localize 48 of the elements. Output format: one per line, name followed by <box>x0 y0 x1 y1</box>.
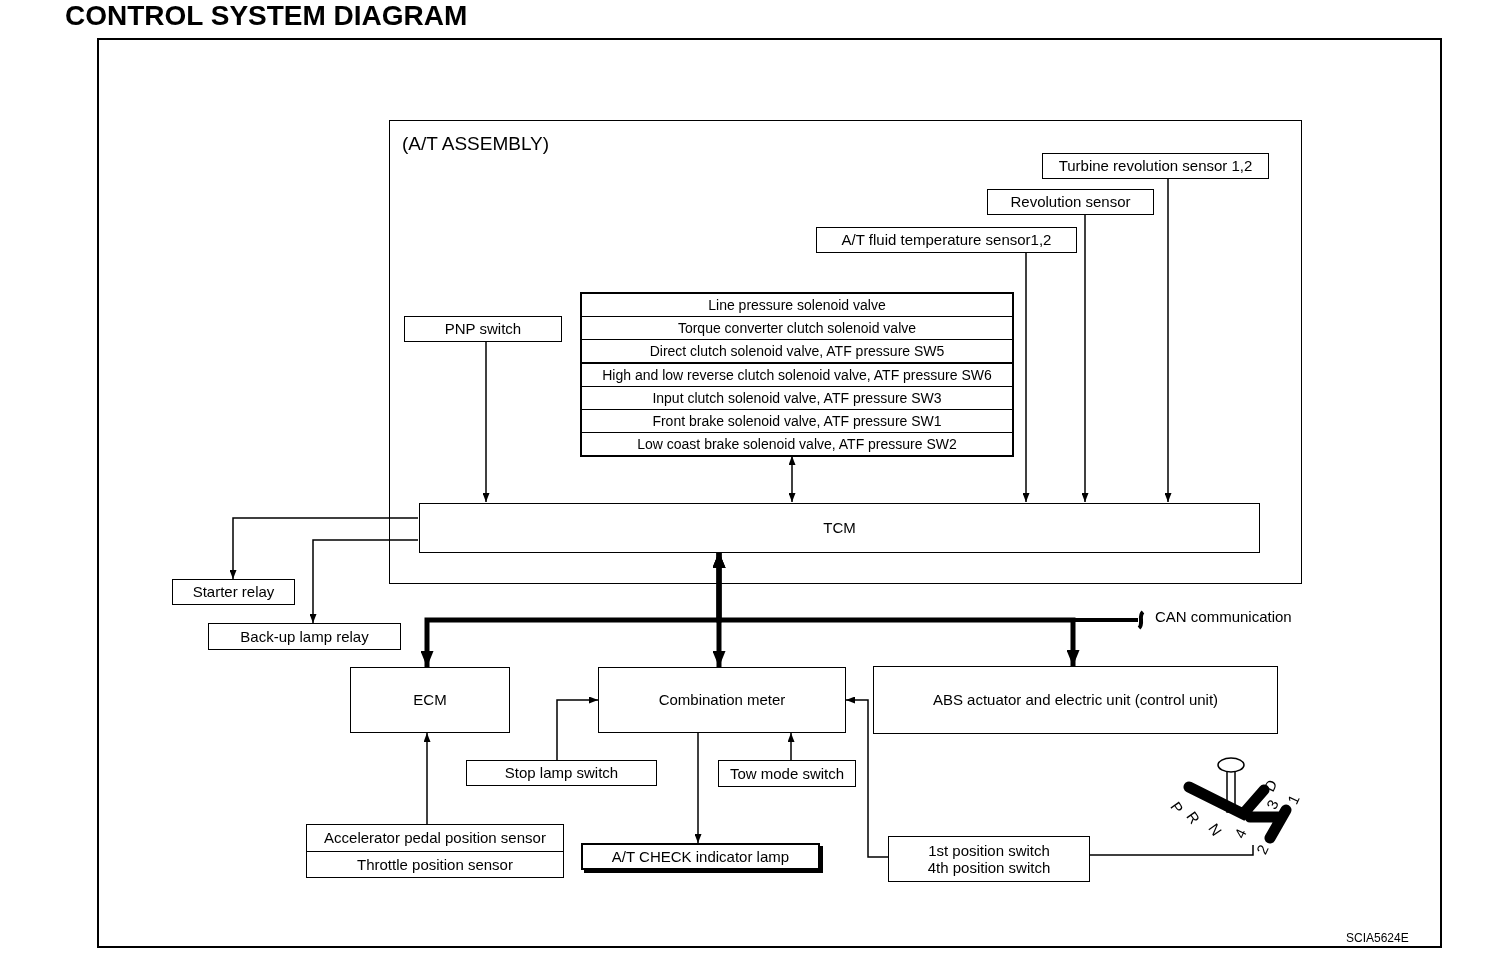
connector-arrow <box>845 696 889 858</box>
box-label: Accelerator pedal position sensor <box>307 825 563 852</box>
valve-row-text: Low coast brake solenoid valve, ATF pressure SW2 <box>636 434 958 454</box>
valve-row: Input clutch solenoid valve, ATF pressure SW3 <box>582 387 1012 410</box>
connector-arrow <box>1164 177 1172 503</box>
valve-row: Direct clutch solenoid valve, ATF pressure SW5 <box>582 340 1012 364</box>
box-label: ABS actuator and electric unit (control unit) <box>932 691 1219 709</box>
box-label: Revolution sensor <box>1010 193 1131 211</box>
gear-position-label: P <box>1168 799 1186 816</box>
connector-arrow <box>787 732 795 761</box>
gear-position-label: 1 <box>1284 792 1302 807</box>
connector-arrow <box>1081 213 1089 503</box>
valve-row: Line pressure solenoid valve <box>582 294 1012 317</box>
box-label: (A/T ASSEMBLY) <box>402 133 550 155</box>
box-label: A/T CHECK indicator lamp <box>611 847 790 866</box>
connector-arrow <box>788 455 796 503</box>
box-label: PNP switch <box>444 320 522 338</box>
gear-position-label: 4 <box>1231 826 1249 841</box>
box-label: Throttle position sensor <box>356 854 514 875</box>
gear-position-label: N <box>1206 820 1225 839</box>
gear-position-label: R <box>1184 808 1203 827</box>
connector-arrow <box>309 539 419 624</box>
title: CONTROL SYSTEM DIAGRAM <box>65 0 468 32</box>
gear-position-label: 2 <box>1253 842 1271 857</box>
connector-arrow <box>712 552 1080 666</box>
connector-arrow <box>694 732 702 844</box>
box-label: ECM <box>413 691 447 709</box>
box-label: A/T fluid temperature sensor1,2 <box>841 231 1052 249</box>
box-label: TCM <box>823 519 856 537</box>
box-label: Starter relay <box>192 583 275 601</box>
connector-arrow <box>229 517 419 580</box>
connector-arrow <box>423 732 431 825</box>
connector-arrow <box>556 696 599 761</box>
bus-label: CAN communication <box>1155 609 1292 624</box>
connector-arrow <box>482 340 490 503</box>
box-label: Combination meter <box>658 691 786 709</box>
box-label: 1st position switch <box>928 841 1050 859</box>
figure-code: SCIA5624E <box>1346 932 1409 944</box>
valve-row: Torque converter clutch solenoid valve <box>582 317 1012 340</box>
connector-arrow <box>1022 251 1030 503</box>
valve-row: Front brake solenoid valve, ATF pressure SW1 <box>582 410 1012 433</box>
box-label: Stop lamp switch <box>504 764 619 782</box>
box-label: 4th position switch <box>927 859 1051 877</box>
gear-position-label: 3 <box>1263 797 1281 812</box>
valve-row: High and low reverse clutch solenoid valve, ATF pressure SW6 <box>582 364 1012 387</box>
box-label: Turbine revolution sensor 1,2 <box>1058 157 1253 175</box>
box-label: Back-up lamp relay <box>240 627 369 646</box>
box-label: Tow mode switch <box>729 764 845 783</box>
